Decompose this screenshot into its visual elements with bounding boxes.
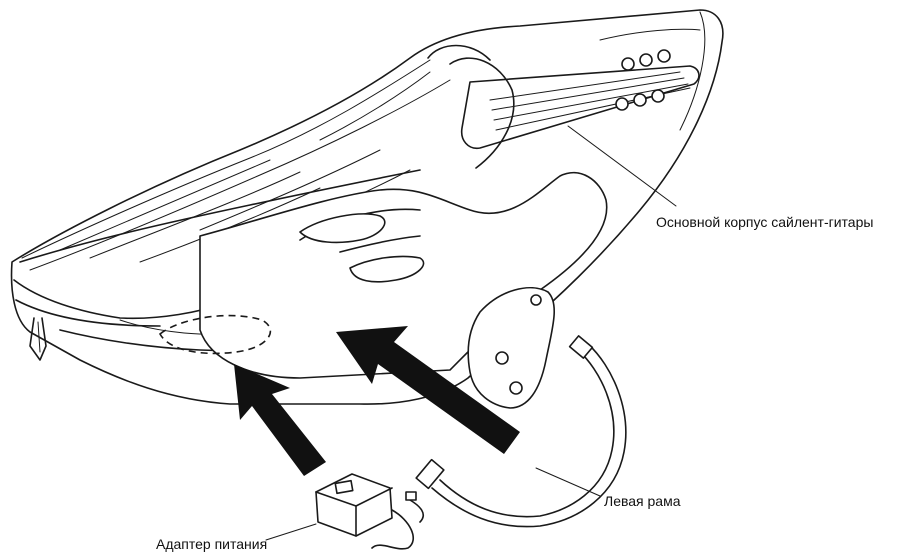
power-adapter-drawing [316,474,423,549]
label-power-adapter: Адаптер питания [156,536,267,552]
label-left-frame: Левая рама [604,493,681,509]
leader-line-left-frame [536,468,600,496]
leader-line-power-adapter [266,524,316,540]
label-guitar-body: Основной корпус сайлент-гитары [656,214,873,230]
